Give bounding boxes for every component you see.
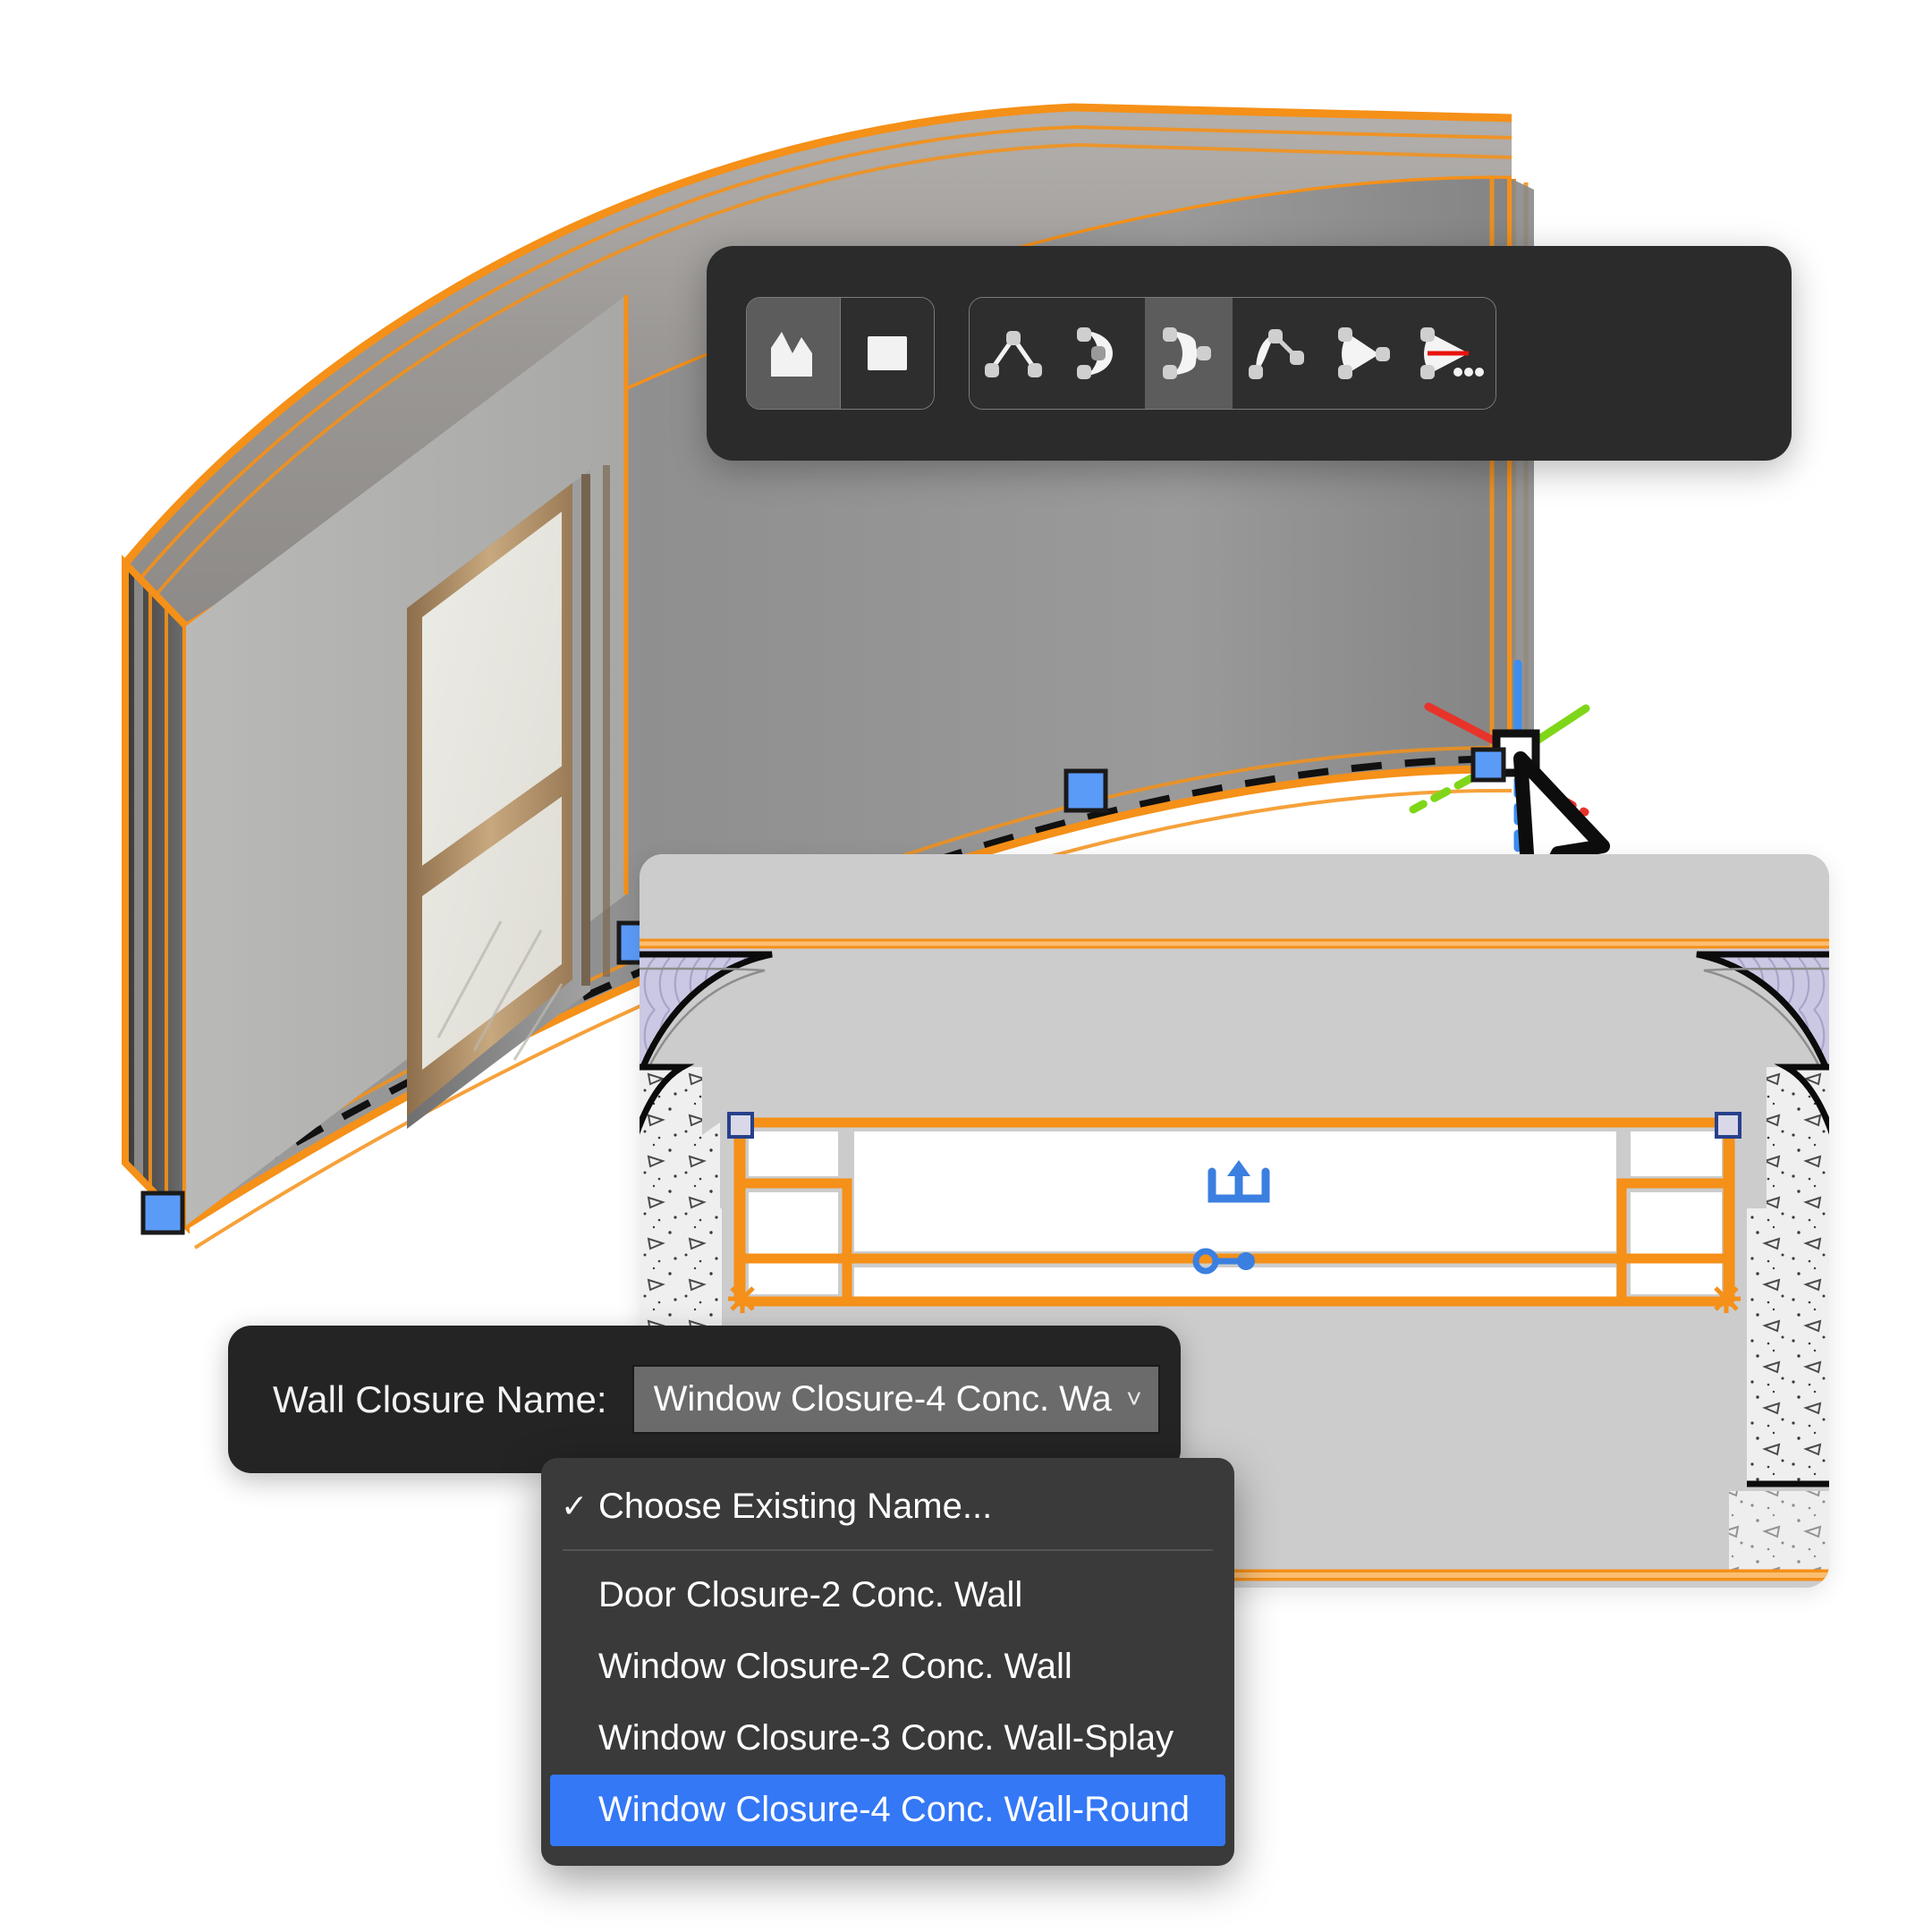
wall-closure-plan-detail[interactable] bbox=[640, 854, 1829, 1588]
stretch-handle-icon[interactable] bbox=[1192, 1248, 1255, 1275]
insert-node-icon bbox=[982, 326, 1045, 381]
plan-node-right[interactable] bbox=[1715, 1112, 1741, 1139]
polygon-freeform-icon-button[interactable] bbox=[747, 298, 840, 409]
menu-item-label: Door Closure-2 Conc. Wall bbox=[598, 1575, 1023, 1614]
rectangle-shape-icon bbox=[861, 327, 913, 379]
window-assembly bbox=[407, 465, 610, 1129]
polygon-freeform-icon bbox=[766, 326, 821, 380]
wall-closure-name-select[interactable]: Window Closure-4 Conc. Wa ˅ bbox=[631, 1365, 1160, 1434]
menu-item-window-closure-4[interactable]: Window Closure-4 Conc. Wall-Round bbox=[550, 1774, 1225, 1846]
offset-all-edges-icon-button[interactable] bbox=[1320, 298, 1408, 409]
wall-closure-name-label: Wall Closure Name: bbox=[273, 1377, 607, 1420]
edit-handle-mid-right[interactable] bbox=[1063, 768, 1108, 813]
more-options-icon bbox=[1417, 326, 1487, 381]
offset-all-edges-icon bbox=[1335, 326, 1394, 381]
shape-edit-pet-palette[interactable] bbox=[707, 246, 1792, 461]
menu-item-label: Choose Existing Name... bbox=[598, 1486, 993, 1526]
offset-edge-icon-button[interactable] bbox=[1233, 298, 1320, 409]
node-edit-group bbox=[969, 297, 1496, 410]
rectangle-shape-icon-button[interactable] bbox=[840, 298, 934, 409]
plan-wall-right bbox=[1686, 940, 1829, 1579]
plan-hotspot-right[interactable] bbox=[1712, 1284, 1741, 1313]
edit-handle-start[interactable] bbox=[140, 1191, 185, 1235]
menu-separator bbox=[563, 1549, 1213, 1551]
plan-geometry bbox=[640, 854, 1829, 1588]
menu-item-choose-existing-name[interactable]: ✓ Choose Existing Name... bbox=[541, 1470, 1234, 1542]
chevron-down-icon: ˅ bbox=[1126, 1384, 1142, 1414]
insert-node-icon-button[interactable] bbox=[970, 298, 1057, 409]
curve-in-edge-icon-button[interactable] bbox=[1057, 298, 1145, 409]
plan-node-left[interactable] bbox=[727, 1112, 754, 1139]
menu-item-window-closure-2[interactable]: Window Closure-2 Conc. Wall bbox=[541, 1631, 1234, 1703]
wall-closure-settings-bar: Wall Closure Name: Window Closure-4 Conc… bbox=[228, 1326, 1181, 1473]
wall-closure-name-value: Window Closure-4 Conc. Wa bbox=[653, 1379, 1112, 1419]
geometry-method-group bbox=[746, 297, 935, 410]
plan-hotspot-left[interactable] bbox=[728, 1284, 757, 1313]
more-options-icon-button[interactable] bbox=[1408, 298, 1496, 409]
menu-item-label: Window Closure-2 Conc. Wall bbox=[598, 1647, 1072, 1686]
curve-in-edge-icon bbox=[1072, 326, 1131, 381]
menu-item-label: Window Closure-4 Conc. Wall-Round bbox=[598, 1790, 1190, 1829]
edit-handle-end[interactable] bbox=[1470, 747, 1506, 783]
check-icon: ✓ bbox=[561, 1487, 589, 1524]
offset-edge-icon bbox=[1245, 326, 1308, 381]
move-up-icon[interactable] bbox=[1208, 1160, 1270, 1203]
menu-item-door-closure-2[interactable]: Door Closure-2 Conc. Wall bbox=[541, 1560, 1234, 1631]
menu-item-window-closure-3[interactable]: Window Closure-3 Conc. Wall-Splay bbox=[541, 1703, 1234, 1775]
menu-item-label: Window Closure-3 Conc. Wall-Splay bbox=[598, 1718, 1174, 1758]
curve-out-edge-icon bbox=[1159, 326, 1218, 381]
wall-closure-name-menu[interactable]: ✓ Choose Existing Name... Door Closure-2… bbox=[541, 1458, 1234, 1866]
selection-outline-top bbox=[122, 103, 1513, 566]
curve-out-edge-icon-button[interactable] bbox=[1145, 298, 1233, 409]
